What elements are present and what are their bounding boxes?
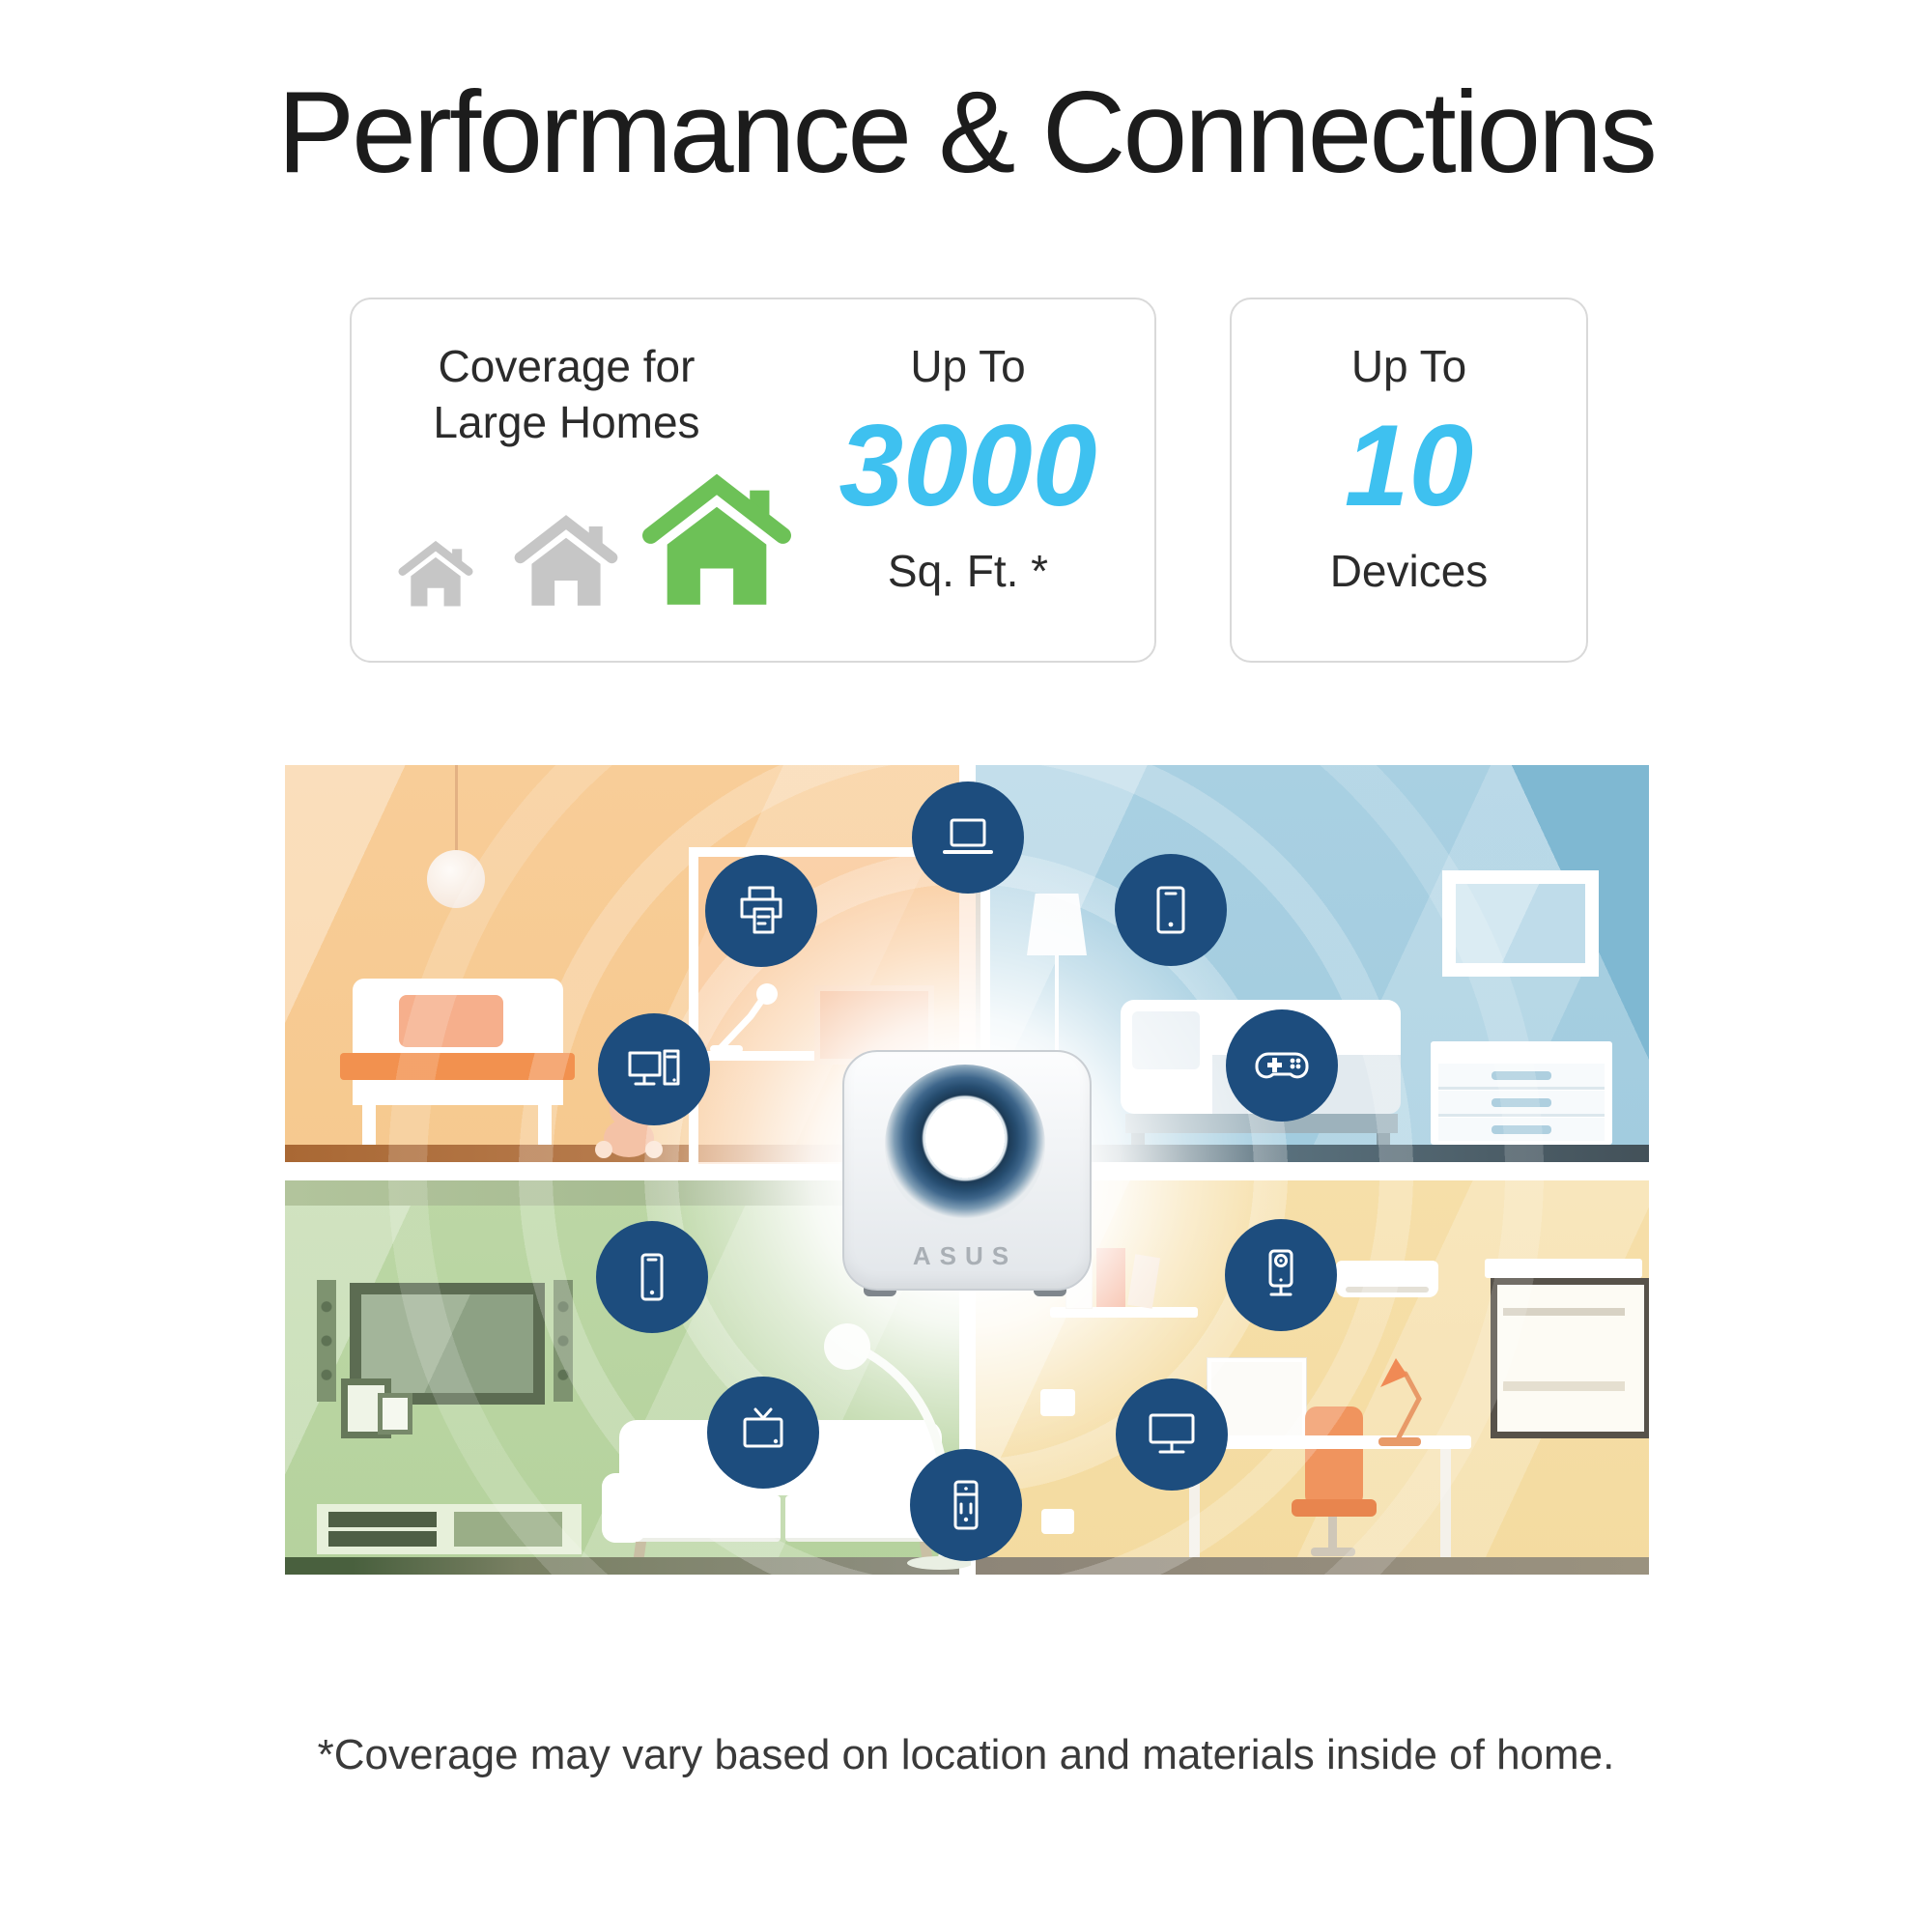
ip-camera-icon [1268,1249,1293,1296]
bed-leg [1131,1133,1145,1145]
router-antenna-ring [885,1065,1045,1225]
tablet-icon [1156,886,1185,934]
picture-frame [378,1393,412,1435]
asus-router: ASUS [842,1050,1092,1296]
desktop-pc-icon [628,1049,680,1086]
smart-plug-icon [953,1480,979,1530]
dresser-drawer [1438,1091,1605,1117]
drawer-handle [1492,1071,1551,1080]
desk-leg [1440,1449,1451,1557]
floor-lamp-shade [1027,894,1087,955]
console-cabinet [454,1512,562,1547]
device-circle-camera [1225,1219,1337,1331]
devices-card: Up To 10 Devices [1230,298,1588,663]
devices-value: 10 [1344,401,1474,530]
blind-valance [1485,1259,1642,1278]
coverage-card: Coverage for Large Homes Up To 3000 Sq. … [350,298,1156,663]
house-large-icon [642,473,791,605]
light-switch [1040,1389,1075,1416]
ac-vent [1346,1287,1429,1293]
desk-lamp-white [710,983,778,1053]
drawer-handle [1492,1098,1551,1107]
office-chair-pole [1328,1517,1337,1549]
wall-tv-screen [1456,884,1585,963]
devices-upto: Up To [1350,341,1467,391]
bed-pillow-blue [1132,1011,1200,1069]
book [1096,1248,1125,1307]
device-circle-tv [707,1377,819,1489]
bed-leg [362,1105,376,1145]
air-conditioner [1336,1261,1438,1297]
av-receiver [328,1512,437,1527]
coverage-label-line2: Large Homes [433,397,700,447]
device-circle-printer [705,855,817,967]
pendant-lamp [427,850,485,908]
bed-leg [538,1105,552,1145]
dvd-player [328,1531,437,1547]
sofa-cushion [629,1495,781,1542]
desk-lamp-orange [1378,1358,1422,1446]
monitor-icon [1149,1413,1195,1454]
sofa-arm [602,1473,646,1543]
coverage-upto: Up To [910,341,1026,391]
sofa-leg [633,1542,647,1557]
coverage-unit: Sq. Ft. * [887,546,1049,596]
device-circle-laptop [912,781,1024,894]
smartphone-icon [640,1253,664,1301]
bed-leg [1377,1133,1390,1145]
bed-pillow-orange [399,995,503,1047]
speaker-left [317,1280,336,1402]
device-circle-tablet [1115,854,1227,966]
blind-bottom-bar [1503,1381,1625,1391]
device-circle-smart-plug [910,1449,1022,1561]
coverage-footnote: *Coverage may vary based on location and… [317,1731,1615,1778]
device-circle-monitor [1116,1378,1228,1491]
bed-base-orange [353,1080,563,1105]
office-chair-seat [1292,1499,1377,1517]
coverage-value: 3000 [838,401,1097,530]
laptop-icon [943,818,993,854]
drawer-handle [1492,1125,1551,1134]
office-chair-back [1305,1406,1363,1507]
floor-yellow [976,1557,1649,1575]
office-chair-base [1311,1548,1355,1556]
game-controller-icon [1255,1052,1309,1079]
coverage-label-line1: Coverage for [438,341,696,391]
dresser-drawer [1438,1064,1605,1090]
wall-outlet [1041,1509,1074,1534]
house-medium-icon [514,515,618,606]
house-small-icon [398,540,473,607]
bed-blanket-orange [340,1053,575,1080]
pendant-cord [455,765,458,854]
dresser-drawer [1438,1118,1605,1141]
home-coverage-illustration: ASUS [285,765,1649,1575]
printer-icon [740,886,782,934]
device-circle-controller [1226,1009,1338,1122]
tv-icon [743,1407,783,1448]
coverage-label: Coverage for Large Homes [352,338,781,450]
devices-unit: Devices [1329,546,1489,596]
router-brand-label: ASUS [912,1241,1018,1270]
blind-slat [1503,1308,1625,1316]
page-title: Performance & Connections [277,68,1658,197]
device-circle-phone [596,1221,708,1333]
speaker-right [554,1280,573,1402]
device-circle-desktop [598,1013,710,1125]
window-blind [1491,1278,1649,1438]
